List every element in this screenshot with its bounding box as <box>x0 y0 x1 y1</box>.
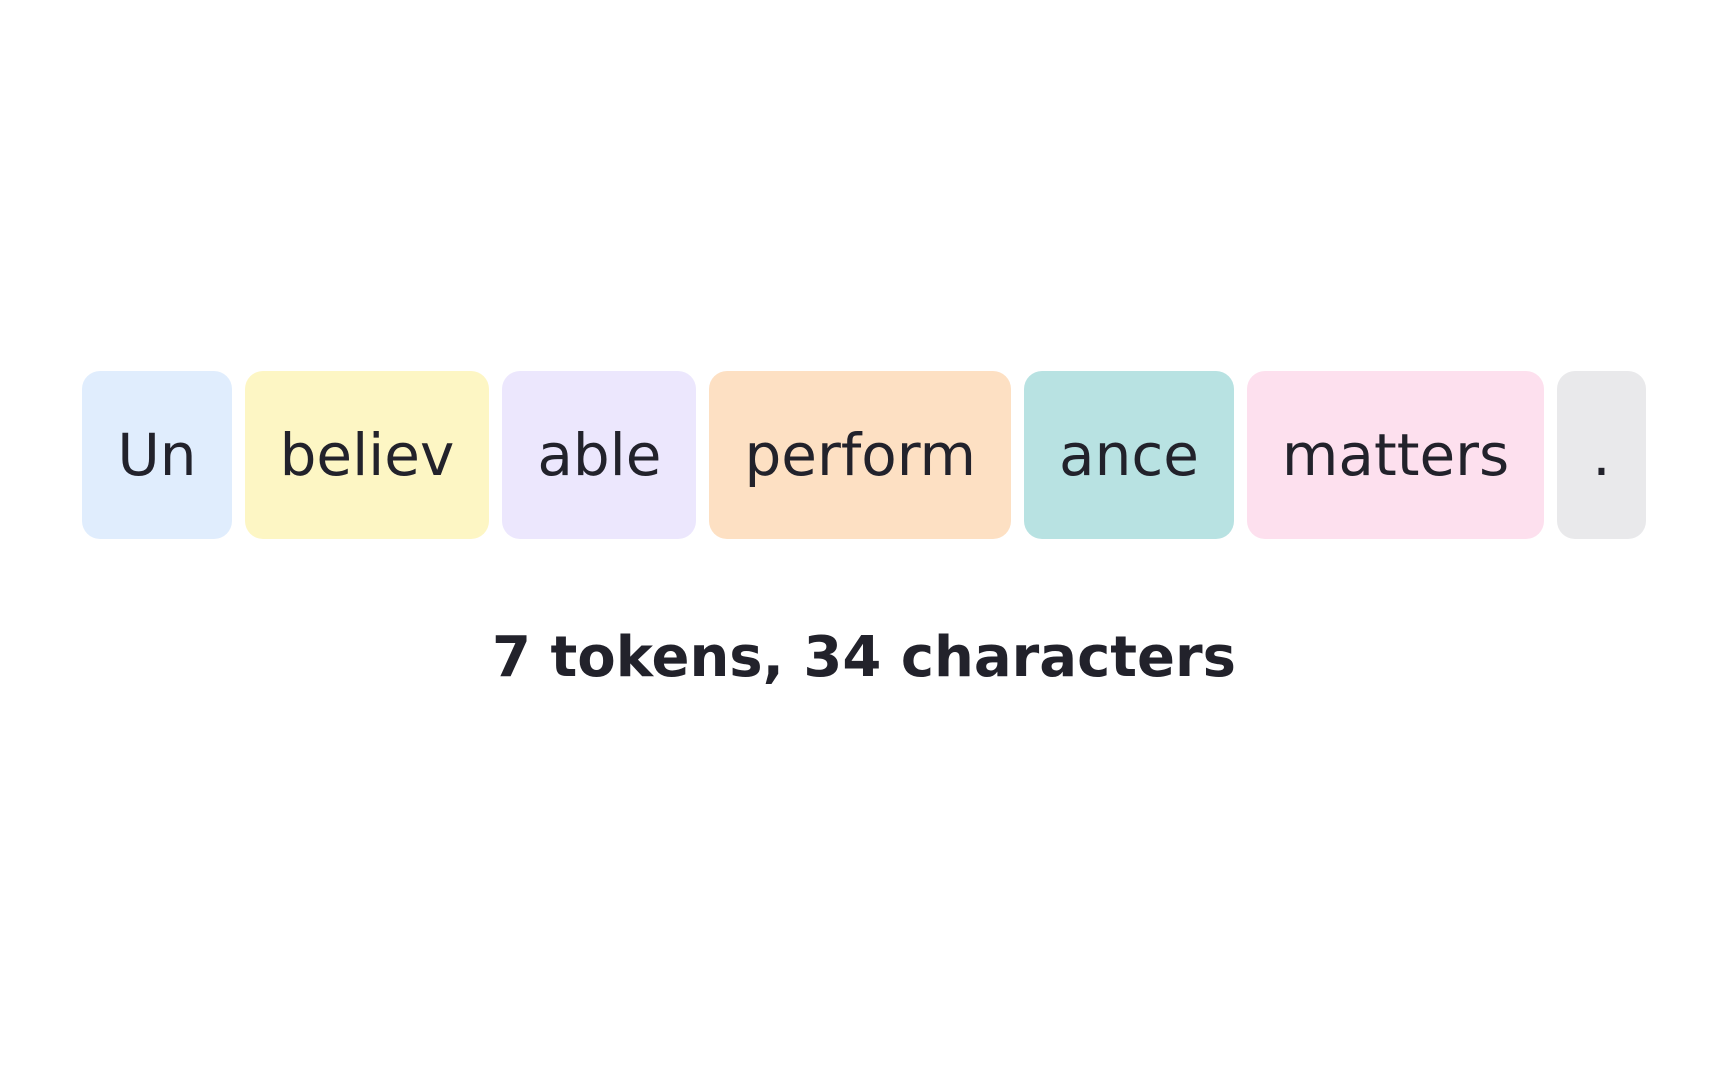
token-text: able <box>537 421 662 489</box>
token-chip: ance <box>1024 371 1234 539</box>
token-chip: perform <box>709 371 1012 539</box>
token-chip: Un <box>82 371 232 539</box>
token-text: . <box>1592 421 1611 489</box>
token-chip: . <box>1557 371 1646 539</box>
token-chip: believ <box>244 371 490 539</box>
token-text: believ <box>279 421 455 489</box>
token-text: matters <box>1281 421 1510 489</box>
token-text: Un <box>117 421 197 489</box>
token-text: ance <box>1059 421 1199 489</box>
token-row: Un believ able perform ance matters . <box>0 371 1728 539</box>
token-text: perform <box>744 421 977 489</box>
token-summary: 7 tokens, 34 characters <box>492 625 1236 690</box>
token-chip: matters <box>1246 371 1545 539</box>
token-chip: able <box>502 371 697 539</box>
